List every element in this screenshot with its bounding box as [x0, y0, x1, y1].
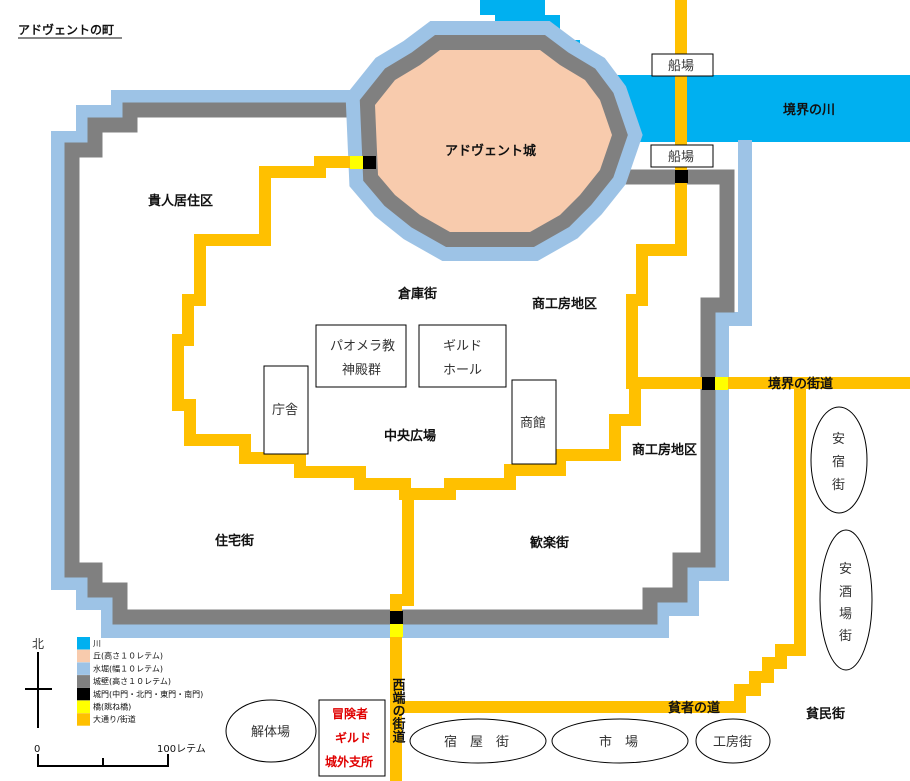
castle-label: アドヴェント城 — [445, 143, 536, 159]
temple-box — [315, 324, 407, 388]
legend-label: 水堀(幅１０レテム) — [93, 663, 163, 673]
cheap-inn-char-2: 宿 — [832, 454, 845, 470]
market-label: 市 場 — [599, 734, 638, 750]
butcher-area — [225, 699, 317, 763]
pier-label-1: 船場 — [668, 59, 694, 74]
gate-east — [702, 377, 715, 390]
poor-road-label: 貧者の道 — [668, 700, 720, 716]
gate-middle — [363, 156, 376, 169]
office-box — [263, 365, 309, 455]
river-label: 境界の川 — [783, 102, 835, 118]
butcher-label: 解体場 — [251, 725, 290, 740]
guild-hall-box — [418, 324, 507, 388]
crafts-label: 工房街 — [713, 734, 752, 750]
legend-swatch — [77, 687, 90, 701]
legend: 川丘(高さ１０レテム) 水堀(幅１０レテム) 城壁(高さ１０レテム) 城門(中門・北門… — [77, 637, 203, 726]
adv-guild-label-1: 冒険者 — [332, 706, 368, 721]
district-noble: 貴人居住区 — [148, 193, 213, 209]
map-title: アドヴェントの町 — [18, 22, 114, 37]
bridge-south — [390, 624, 403, 637]
pier-box-2 — [650, 144, 714, 168]
outer-wall — [64, 102, 735, 625]
pier-box-1 — [651, 53, 714, 77]
legend-swatch — [77, 662, 90, 675]
district-workshop-1: 商工房地区 — [532, 296, 597, 312]
temple-label-1: パオメラ教 — [330, 338, 395, 354]
river — [480, 0, 910, 142]
cheap-inn-char-3: 街 — [832, 478, 845, 493]
market-area — [551, 718, 689, 764]
district-residential: 住宅街 — [215, 533, 254, 549]
adv-guild-box — [318, 699, 386, 777]
office-label: 庁舎 — [272, 403, 298, 418]
gate-south — [390, 611, 403, 624]
legend-swatch — [77, 675, 90, 688]
guild-hall-label-1: ギルド — [443, 339, 482, 354]
cheap-bar-char-1: 安 — [839, 562, 852, 577]
cheap-inn-area — [810, 406, 868, 514]
outer-moat — [51, 90, 752, 638]
castle-hill — [375, 50, 612, 232]
adv-guild-label-2: ギルド — [335, 730, 371, 745]
cheap-bar-char-3: 場 — [839, 607, 852, 622]
slum-label: 貧民街 — [806, 706, 845, 722]
legend-swatch — [77, 713, 90, 726]
district-workshop-2: 商工房地区 — [632, 442, 697, 458]
bridge-middle — [350, 156, 363, 169]
scale-start: 0 — [34, 744, 40, 755]
legend-swatch — [77, 700, 90, 713]
east-road-label: 境界の街道 — [768, 376, 833, 392]
trade-box — [511, 379, 557, 465]
gate-north — [675, 170, 688, 183]
bridge-east — [715, 377, 728, 390]
cheap-inn-char-1: 安 — [832, 432, 845, 447]
district-entertainment: 歓楽街 — [530, 535, 569, 551]
guild-hall-label-2: ホール — [443, 363, 482, 378]
legend-label: 丘(高さ１０レテム) — [93, 651, 163, 661]
pier-label-2: 船場 — [668, 150, 694, 165]
district-plaza: 中央広場 — [384, 428, 436, 444]
cheap-bar-char-2: 酒 — [839, 585, 852, 600]
adv-guild-label-3: 城外支所 — [325, 754, 373, 769]
inns-area — [409, 718, 547, 764]
crafts-area — [695, 718, 771, 764]
west-road-label: 西端の街道 — [390, 678, 407, 744]
west-road[interactable] — [390, 488, 414, 781]
north-label: 北 — [32, 637, 44, 651]
legend-label: 城門(中門・北門・東門・南門) — [93, 689, 203, 699]
poor-road[interactable] — [396, 383, 806, 713]
legend-label: 川 — [93, 639, 101, 648]
trade-label: 商館 — [520, 416, 546, 431]
cheap-bar-char-4: 街 — [839, 629, 852, 644]
scale-end: 100レテム — [157, 743, 206, 755]
district-warehouse: 倉庫街 — [397, 286, 437, 302]
temple-label-2: 神殿群 — [342, 363, 381, 378]
inns-label: 宿 屋 街 — [444, 734, 509, 750]
legend-label: 橋(跳ね橋) — [93, 702, 131, 712]
cheap-bar-area — [819, 529, 873, 671]
legend-swatch — [77, 649, 90, 663]
legend-label: 城壁(高さ１０レテム) — [93, 676, 171, 686]
legend-label: 大通り/街道 — [93, 714, 136, 724]
legend-swatch — [77, 637, 90, 650]
